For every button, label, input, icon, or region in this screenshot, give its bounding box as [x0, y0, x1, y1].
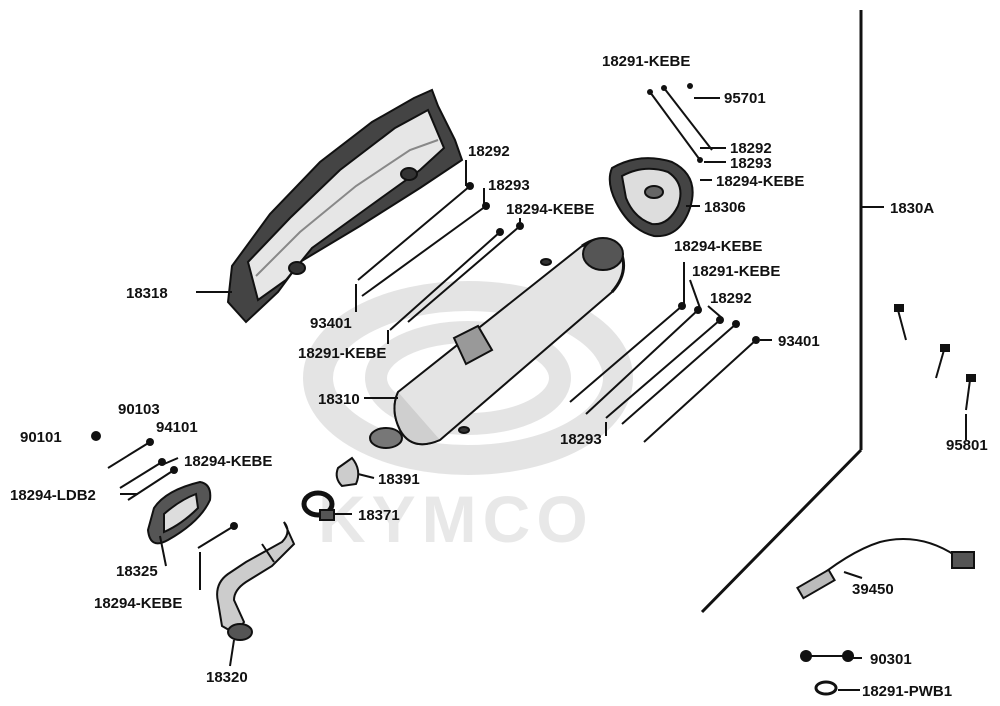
- label-18292-top: 18292: [730, 140, 772, 157]
- label-18291-kebe-left: 18291-KEBE: [298, 345, 386, 362]
- label-90103: 90103: [118, 401, 160, 418]
- label-18318: 18318: [126, 285, 168, 302]
- exhaust-pipe: [216, 521, 296, 641]
- label-18391: 18391: [378, 471, 420, 488]
- label-90301: 90301: [870, 651, 912, 668]
- label-90101: 90101: [20, 429, 62, 446]
- label-18294-kebe-lower: 18294-KEBE: [184, 453, 272, 470]
- label-18294-kebe-top: 18294-KEBE: [716, 173, 804, 190]
- label-18294-kebe-mid: 18294-KEBE: [674, 238, 762, 255]
- oxygen-sensor: [796, 538, 975, 600]
- muffler-gasket: [335, 456, 360, 488]
- label-93401-left: 93401: [310, 315, 352, 332]
- part-labels: 18291-KEBE 95701 18292 18293 18294-KEBE …: [10, 53, 988, 700]
- label-18293-top: 18293: [730, 155, 772, 172]
- label-18292-left: 18292: [468, 143, 510, 160]
- label-18291-pwb1: 18291-PWB1: [862, 683, 952, 700]
- label-18291-kebe-mid: 18291-KEBE: [692, 263, 780, 280]
- label-18294-ldb2: 18294-LDB2: [10, 487, 96, 504]
- label-95701: 95701: [724, 90, 766, 107]
- label-18320: 18320: [206, 669, 248, 686]
- label-18294-kebe-bottom: 18294-KEBE: [94, 595, 182, 612]
- label-95801: 95801: [946, 437, 988, 454]
- label-18371: 18371: [358, 507, 400, 524]
- label-1830a: 1830A: [890, 200, 934, 217]
- tail-cap: [608, 157, 694, 238]
- muffler-body: [369, 237, 626, 449]
- leader-lines: [120, 97, 967, 691]
- label-18293-mid: 18293: [560, 431, 602, 448]
- label-18291-kebe-top: 18291-KEBE: [602, 53, 690, 70]
- group-bracket: [700, 10, 884, 614]
- label-94101: 94101: [156, 419, 198, 436]
- label-93401-right: 93401: [778, 333, 820, 350]
- exhaust-bracket: [146, 480, 212, 545]
- label-18310: 18310: [318, 391, 360, 408]
- label-39450: 39450: [852, 581, 894, 598]
- heat-shield: [226, 88, 464, 324]
- label-18325: 18325: [116, 563, 158, 580]
- watermark-text: KYMCO: [318, 482, 594, 556]
- label-18306: 18306: [704, 199, 746, 216]
- label-18293-left: 18293: [488, 177, 530, 194]
- label-18292-mid: 18292: [710, 290, 752, 307]
- label-18294-kebe-left: 18294-KEBE: [506, 201, 594, 218]
